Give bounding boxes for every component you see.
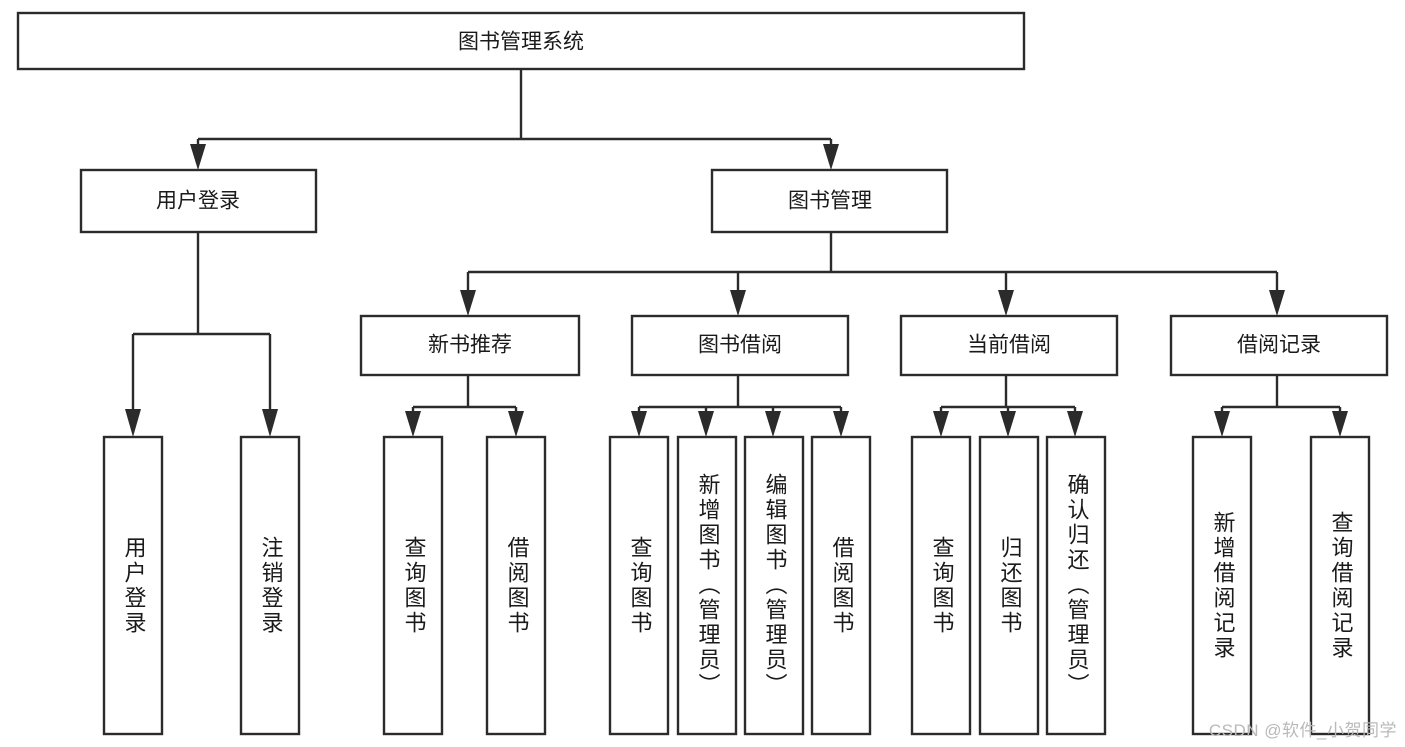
csdn-watermark: CSDN @软件_小贺同学 — [1208, 721, 1397, 740]
leaf-box-query-book-a[interactable] — [382, 435, 444, 736]
node-box-new-book-recommend[interactable] — [359, 314, 581, 377]
node-box-current-borrow[interactable] — [899, 314, 1119, 377]
connector-layer — [125, 69, 1348, 437]
leaf-box-edit-book-admin[interactable] — [743, 435, 805, 736]
arrow-newbook-leaf-2-icon — [508, 411, 524, 437]
arrow-bookmgmt-to-current-icon — [998, 290, 1014, 316]
arrow-bookmgmt-to-borrow-icon — [730, 290, 746, 316]
arrow-currentborrow-leaf-3-icon — [1067, 411, 1083, 437]
leaf-box-borrow-book-a[interactable] — [485, 435, 547, 736]
leaf-box-user-login[interactable] — [102, 435, 164, 736]
node-label-book-management: 图书管理 — [788, 190, 872, 213]
leaf-box-query-book-b[interactable] — [608, 435, 670, 736]
leaf-box-query-book-c[interactable] — [910, 435, 972, 736]
arrow-borrowrecord-leaf-1-icon — [1214, 411, 1230, 437]
node-layer: 图书管理系统 用户登录 图书管理 新书推荐 图书借阅 当前借阅 借阅记录 — [16, 11, 1389, 736]
node-label-borrow-record: 借阅记录 — [1237, 334, 1321, 357]
leaf-box-return-book[interactable] — [978, 435, 1040, 736]
arrow-bookborrow-leaf-1-icon — [631, 411, 647, 437]
arrow-bookmgmt-to-record-icon — [1269, 290, 1285, 316]
node-box-borrow-record[interactable] — [1169, 314, 1389, 377]
arrow-bookborrow-leaf-3-icon — [765, 411, 781, 437]
arrow-currentborrow-leaf-1-icon — [933, 411, 949, 437]
leaf-box-add-borrow-record[interactable] — [1191, 435, 1253, 736]
arrow-root-to-user-login-icon — [190, 144, 206, 170]
arrow-userlogin-leaf-2-icon — [262, 409, 278, 437]
arrow-newbook-leaf-1-icon — [405, 411, 421, 437]
node-box-root[interactable] — [16, 11, 1026, 71]
leaf-box-query-borrow-record[interactable] — [1309, 435, 1371, 736]
node-box-book-borrow[interactable] — [630, 314, 850, 377]
arrow-currentborrow-leaf-2-icon — [1000, 411, 1016, 437]
node-box-user-login[interactable] — [79, 168, 318, 234]
arrow-bookborrow-leaf-4-icon — [833, 411, 849, 437]
arrow-bookborrow-leaf-2-icon — [698, 411, 714, 437]
leaf-box-logout[interactable] — [239, 435, 301, 736]
node-label-current-borrow: 当前借阅 — [967, 334, 1051, 357]
node-label-user-login: 用户登录 — [156, 190, 240, 213]
leaf-box-add-book-admin[interactable] — [676, 435, 738, 736]
arrow-userlogin-leaf-1-icon — [125, 409, 141, 437]
arrow-borrowrecord-leaf-2-icon — [1332, 411, 1348, 437]
arrow-bookmgmt-to-newbook-icon — [460, 290, 476, 316]
arrow-root-to-book-mgmt-icon — [823, 144, 839, 170]
node-label-book-borrow: 图书借阅 — [698, 334, 782, 357]
node-label-new-book-recommend: 新书推荐 — [428, 334, 512, 357]
node-label-root: 图书管理系统 — [458, 31, 584, 54]
node-box-book-management[interactable] — [710, 168, 949, 234]
leaf-box-confirm-return-admin[interactable] — [1045, 435, 1107, 736]
leaf-box-borrow-book-b[interactable] — [810, 435, 872, 736]
